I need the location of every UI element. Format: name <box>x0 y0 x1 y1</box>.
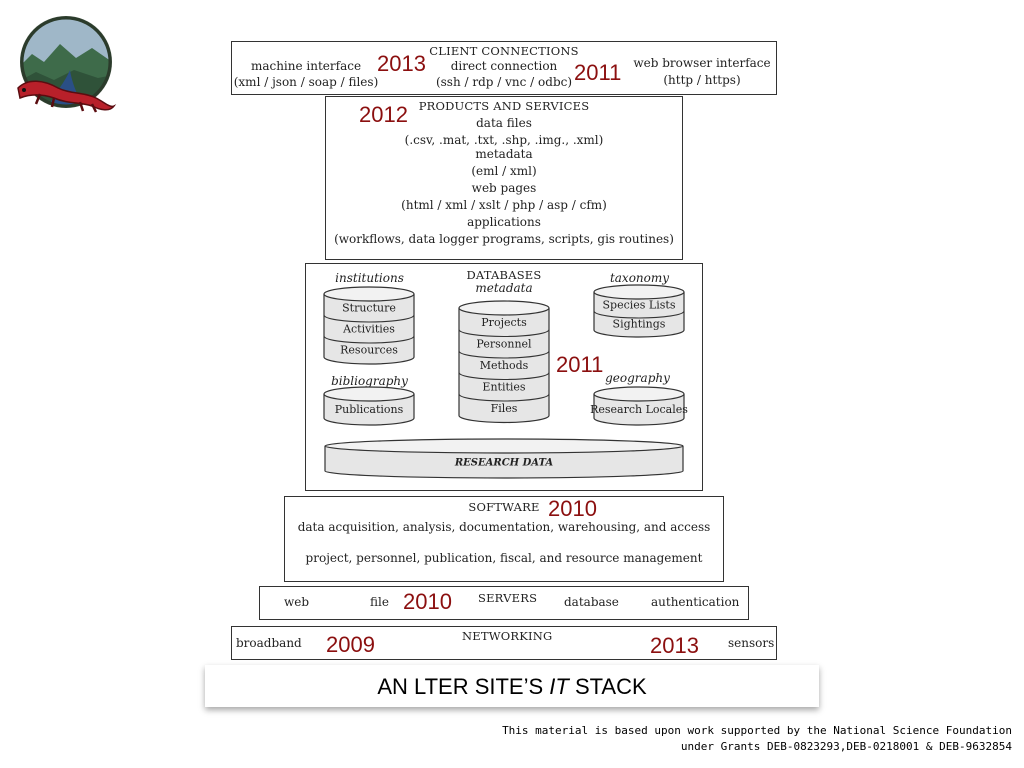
institutions-cylinder-item: Resources <box>340 344 398 357</box>
software-line-1: data acquisition, analysis, documentatio… <box>297 520 711 534</box>
nsf-footnote-line-2: under Grants DEB-0823293,DEB-0218001 & D… <box>680 740 1012 753</box>
server-web: web <box>284 595 310 609</box>
network-broadband: broadband <box>236 636 302 650</box>
products-line-web-pages: web pages <box>471 181 537 195</box>
direct-connection-label: direct connection <box>450 59 558 73</box>
research-data-cylinder: RESEARCH DATA <box>324 438 684 479</box>
machine-interface-detail: (xml / json / soap / files) <box>233 75 379 89</box>
geography-cylinder-item: Research Locales <box>590 403 688 416</box>
servers-year: 2010 <box>403 589 452 614</box>
software-year: 2010 <box>548 496 597 521</box>
bibliography-cylinder: Publications <box>323 386 415 426</box>
caption-italic: IT <box>549 674 569 699</box>
client-year-left: 2013 <box>377 51 426 76</box>
client-connections-layer <box>231 41 777 95</box>
networking-year-left: 2009 <box>326 632 375 657</box>
metadata-cylinder-item: Personnel <box>476 337 532 350</box>
client-year-right: 2011 <box>574 60 622 85</box>
products-services-title: PRODUCTS AND SERVICES <box>418 99 590 113</box>
databases-year: 2011 <box>556 352 604 377</box>
bibliography-label: bibliography <box>331 374 408 388</box>
software-layer <box>284 496 724 582</box>
geography-cylinder: Research Locales <box>590 386 688 426</box>
caption-suffix: STACK <box>568 674 647 699</box>
software-line-2: project, personnel, publication, fiscal,… <box>305 551 703 565</box>
metadata-cylinder-item: Entities <box>482 380 526 393</box>
machine-interface-label: machine interface <box>250 59 362 73</box>
metadata-cylinder-item: Projects <box>481 316 527 329</box>
network-sensors: sensors <box>728 636 775 650</box>
products-line-applications: applications <box>467 215 541 229</box>
institutions-cylinder-item: Activities <box>342 323 395 336</box>
taxonomy-cylinder-item: Species Lists <box>603 299 676 312</box>
products-line-applications-types: (workflows, data logger programs, script… <box>334 232 674 246</box>
institutions-cylinder-item: Structure <box>342 302 396 315</box>
products-line-metadata: metadata <box>475 147 533 161</box>
metadata-cylinder-item: Files <box>491 402 518 415</box>
server-database: database <box>564 595 619 609</box>
products-line-data-files-formats: (.csv, .mat, .txt, .shp, .img., .xml) <box>404 133 604 147</box>
web-browser-interface-detail: (http / https) <box>663 73 741 87</box>
networking-year-right: 2013 <box>650 633 699 658</box>
database-cylinders: StructureActivitiesResourcesPublications… <box>323 284 688 479</box>
networking-title: NETWORKING <box>462 629 553 643</box>
direct-connection-detail: (ssh / rdp / vnc / odbc) <box>435 75 573 89</box>
taxonomy-label: taxonomy <box>609 271 670 285</box>
databases-subtitle: metadata <box>475 281 533 295</box>
bibliography-cylinder-item: Publications <box>335 403 404 416</box>
geography-label: geography <box>605 371 670 385</box>
software-title: SOFTWARE <box>468 500 540 514</box>
nsf-footnote-line-1: This material is based upon work support… <box>502 724 1012 737</box>
networking-layer <box>231 626 777 660</box>
server-authentication: authentication <box>651 595 740 609</box>
products-line-metadata-formats: (eml / xml) <box>471 164 537 178</box>
research-data-cylinder-item: RESEARCH DATA <box>454 458 554 469</box>
stack-caption: AN LTER SITE’S IT STACK <box>205 665 819 707</box>
client-connections-title: CLIENT CONNECTIONS <box>429 44 579 58</box>
servers-layer <box>259 586 749 620</box>
databases-title: DATABASES <box>466 268 542 282</box>
servers-title: SERVERS <box>478 591 538 605</box>
products-line-data-files: data files <box>476 116 532 130</box>
institutions-label: institutions <box>335 271 404 285</box>
web-browser-interface-label: web browser interface <box>633 56 771 70</box>
products-line-web-pages-formats: (html / xml / xslt / php / asp / cfm) <box>401 198 607 212</box>
salamander-mountain-logo-icon <box>17 16 117 113</box>
server-file: file <box>370 595 389 609</box>
products-year: 2012 <box>359 102 408 127</box>
taxonomy-cylinder-item: Sightings <box>613 318 666 331</box>
metadata-cylinder-item: Methods <box>480 359 529 372</box>
caption-prefix: AN LTER SITE’S <box>377 674 550 699</box>
products-services-layer <box>325 96 683 260</box>
